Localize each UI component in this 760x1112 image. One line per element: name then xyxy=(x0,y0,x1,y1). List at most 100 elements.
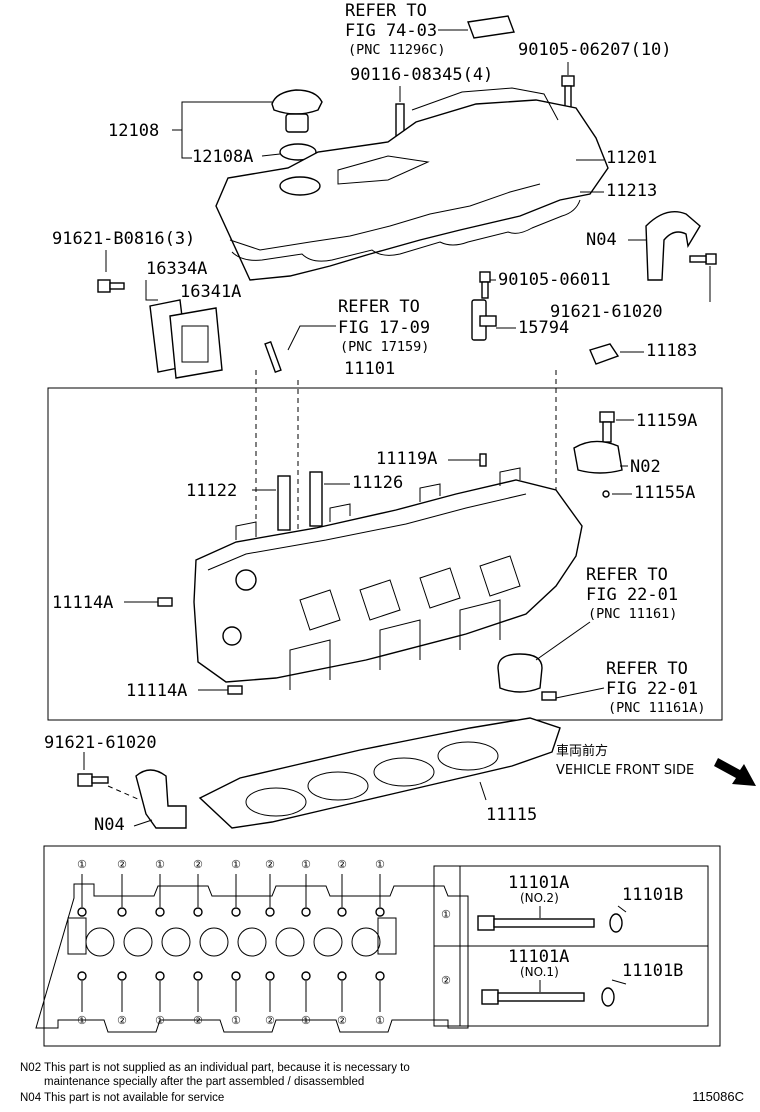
bolt-table-row2-mark: ② xyxy=(441,974,451,987)
sensor-bolt-icon xyxy=(479,271,491,299)
label-11126: 11126 xyxy=(352,473,403,493)
label-90105-06207: 90105-06207(10) xyxy=(518,40,672,60)
bearing-cap-icon xyxy=(573,440,623,474)
label-16341A: 16341A xyxy=(180,282,241,302)
ref-74-03-line3: (PNC 11296C) xyxy=(348,42,446,58)
engine-hanger-bottom-icon xyxy=(135,769,187,829)
note-n02-line1: N02 This part is not supplied as an indi… xyxy=(20,1062,410,1074)
label-11159A: 11159A xyxy=(636,411,697,431)
ref-17-09-line2: FIG 17-09 xyxy=(338,318,430,338)
note-n04: N04 This part is not available for servi… xyxy=(20,1092,225,1104)
top-bolt-hole-4 xyxy=(193,907,203,917)
bore-circle-6 xyxy=(275,927,305,957)
cylinder-head-icon xyxy=(193,467,583,690)
bottom-bolt-mark-7: ① xyxy=(301,1014,311,1027)
top-bolt-hole-2 xyxy=(117,907,127,917)
head-washer-1-icon xyxy=(609,913,623,933)
label-15794: 15794 xyxy=(518,318,569,338)
bolt-table-row2-washer: 11101B xyxy=(622,961,683,981)
bolt-table-row1-washer: 11101B xyxy=(622,885,683,905)
label-N02: N02 xyxy=(630,457,661,477)
head-outline-icon xyxy=(35,883,469,1033)
top-bolt-mark-3: ① xyxy=(155,858,165,871)
ref-22-01b-line1: REFER TO xyxy=(606,659,688,679)
hanger-bolt-bottom-icon xyxy=(77,773,109,787)
label-N04-top: N04 xyxy=(586,230,617,250)
ref-74-03-line2: FIG 74-03 xyxy=(345,21,437,41)
ref-22-01b-line2: FIG 22-01 xyxy=(606,679,698,699)
manifold-stud-icon xyxy=(264,340,282,374)
valve-guide-icon xyxy=(277,475,291,531)
bottom-bolt-mark-9: ① xyxy=(375,1014,385,1027)
label-12108A: 12108A xyxy=(192,147,253,167)
bottom-bolt-hole-3 xyxy=(155,971,165,981)
top-bolt-hole-3 xyxy=(155,907,165,917)
bottom-bolt-hole-5 xyxy=(231,971,241,981)
sensor-icon xyxy=(471,299,497,341)
note-n02-line2: maintenance specially after the part ass… xyxy=(44,1076,365,1088)
bolt-diagram-frame xyxy=(43,845,721,1047)
pin-2-icon xyxy=(227,685,243,695)
bottom-bolt-hole-8 xyxy=(337,971,347,981)
plug-icon xyxy=(541,691,557,701)
top-bolt-hole-6 xyxy=(265,907,275,917)
bottom-bolt-hole-1 xyxy=(77,971,87,981)
cover-gasket-icon xyxy=(231,199,581,262)
bottom-bolt-hole-7 xyxy=(301,971,311,981)
cylinder-head-frame xyxy=(47,387,723,721)
cylinder-head-cover-icon xyxy=(215,87,609,281)
label-11119A: 11119A xyxy=(376,449,437,469)
label-91621-61020-top: 91621-61020 xyxy=(550,302,663,322)
dowel-icon xyxy=(602,490,610,498)
outlet-gasket-icon xyxy=(169,307,223,379)
ref-17-09-line1: REFER TO xyxy=(338,297,420,317)
hanger-bolt-icon xyxy=(689,253,717,265)
vehicle-front-jp: 車両前方 xyxy=(556,743,608,759)
bearing-cap-bolt-icon xyxy=(599,411,615,443)
engine-hanger-icon xyxy=(645,211,701,281)
bore-circle-5 xyxy=(237,927,267,957)
label-91621-61020-bottom: 91621-61020 xyxy=(44,733,157,753)
bolt-table-row2-part: 11101A xyxy=(508,947,569,967)
label-N04-bottom: N04 xyxy=(94,815,125,835)
ref-22-01-line3: (PNC 11161) xyxy=(588,606,677,622)
bottom-bolt-mark-4: ② xyxy=(193,1014,203,1027)
ref-22-01b-line3: (PNC 11161A) xyxy=(608,700,706,716)
valve-guide-2-icon xyxy=(309,471,323,527)
cam-plug-icon xyxy=(497,653,543,693)
bottom-bolt-hole-2 xyxy=(117,971,127,981)
pin-icon xyxy=(479,453,487,467)
label-90105-06011: 90105-06011 xyxy=(498,270,611,290)
cap-gasket-icon xyxy=(279,143,317,161)
bolt-table-row1-mark: ① xyxy=(441,908,451,921)
top-bolt-hole-1 xyxy=(77,907,87,917)
label-11114A-2: 11114A xyxy=(126,681,187,701)
head-gasket-icon xyxy=(198,717,561,829)
top-bolt-mark-6: ② xyxy=(265,858,275,871)
bottom-bolt-mark-2: ② xyxy=(117,1014,127,1027)
ref-17-09-line3: (PNC 17159) xyxy=(340,339,429,355)
oil-filler-cap-icon xyxy=(271,89,323,133)
bore-circle-3 xyxy=(161,927,191,957)
head-bolt-no2-icon xyxy=(477,915,595,931)
top-bolt-hole-7 xyxy=(301,907,311,917)
label-11115: 11115 xyxy=(486,805,537,825)
label-91621-B0816: 91621-B0816(3) xyxy=(52,229,195,249)
top-bolt-hole-5 xyxy=(231,907,241,917)
label-11122: 11122 xyxy=(186,481,237,501)
camshaft-cap-plug-icon xyxy=(589,343,620,365)
bolt-table-row1-sub: (NO.2) xyxy=(520,891,559,905)
bottom-bolt-mark-3: ① xyxy=(155,1014,165,1027)
ref-22-01-line2: FIG 22-01 xyxy=(586,585,678,605)
bottom-bolt-mark-6: ② xyxy=(265,1014,275,1027)
top-bolt-mark-7: ① xyxy=(301,858,311,871)
top-bolt-mark-1: ① xyxy=(77,858,87,871)
ref-22-01-line1: REFER TO xyxy=(586,565,668,585)
top-bolt-hole-8 xyxy=(337,907,347,917)
bore-circle-7 xyxy=(313,927,343,957)
top-bolt-mark-8: ② xyxy=(337,858,347,871)
top-bolt-mark-5: ① xyxy=(231,858,241,871)
vehicle-front-en: VEHICLE FRONT SIDE xyxy=(556,763,694,778)
